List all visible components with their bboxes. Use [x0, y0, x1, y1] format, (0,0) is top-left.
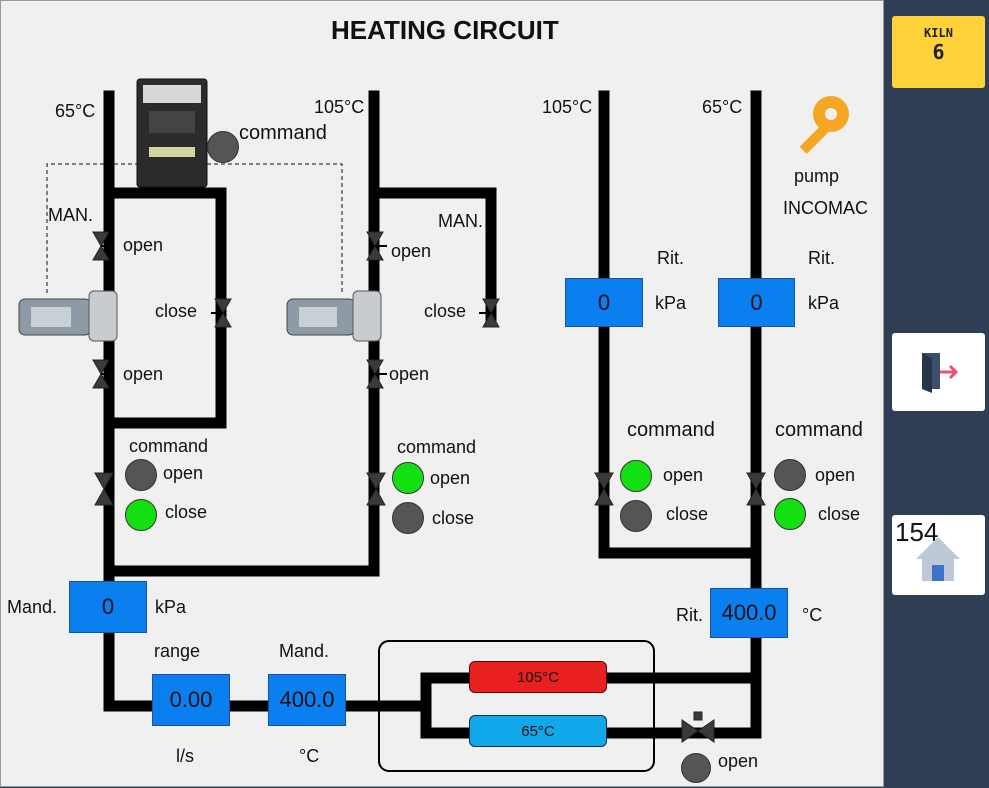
valve3-close-label: close	[666, 504, 709, 524]
valve3-open-indicator[interactable]	[620, 460, 652, 492]
pipe-temp-1: 65°C	[55, 101, 96, 121]
valve1-close-indicator[interactable]	[125, 499, 157, 531]
page-title: HEATING CIRCUIT	[331, 15, 559, 45]
mand-temp-label: Mand.	[279, 641, 330, 661]
valve2-close-indicator[interactable]	[392, 502, 424, 534]
valve2-open-label: open	[430, 468, 471, 488]
piping-diagram	[18, 78, 849, 772]
hx-cold-bar: 65°C	[469, 715, 607, 747]
flow-unit: l/s	[176, 746, 194, 766]
range-flow: 0.00	[152, 674, 230, 726]
valve-close-label-1: close	[155, 301, 198, 321]
pump-motor-2	[286, 290, 382, 342]
rit-label-2: Rit.	[808, 248, 835, 268]
home-button[interactable]: 154	[892, 515, 985, 595]
range-label: range	[154, 641, 201, 661]
bottom-valve-label: open	[718, 751, 759, 771]
scada-panel: HEATING CIRCUIT	[0, 0, 884, 787]
hx-hot-bar: 105°C	[469, 661, 607, 693]
valve1-open-indicator[interactable]	[125, 459, 157, 491]
heat-exchanger-frame	[378, 640, 655, 772]
kpa-label-2: kPa	[808, 293, 840, 313]
kiln-badge[interactable]: KILN 6	[892, 16, 985, 88]
incomac-label: INCOMAC	[783, 198, 868, 218]
rit-temp-label: Rit.	[676, 605, 703, 625]
man-label-1: MAN.	[48, 205, 93, 225]
mand-press-label: Mand.	[7, 597, 58, 617]
valve3-command-label: command	[627, 419, 715, 441]
home-count: 154	[895, 517, 939, 547]
rit-label-1: Rit.	[657, 248, 684, 268]
pump-motor-1	[18, 290, 118, 342]
mand-pressure: 0	[69, 581, 147, 633]
valve-symbols	[92, 231, 766, 743]
pipe-temp-2: 105°C	[314, 97, 365, 117]
kpa-label-1: kPa	[655, 293, 687, 313]
valve1-command-label: command	[129, 436, 209, 456]
kiln-badge-value: 6	[932, 40, 945, 64]
hx-cold-label: 65°C	[521, 722, 555, 740]
valve-open-label-1: open	[123, 235, 164, 255]
valve-close-label-2: close	[424, 301, 467, 321]
exit-button[interactable]	[892, 333, 985, 411]
valve4-open-indicator[interactable]	[774, 459, 806, 491]
exit-door-icon	[922, 353, 959, 393]
valve1-open-label: open	[163, 463, 204, 483]
valve2-open-indicator[interactable]	[392, 462, 424, 494]
pump-command-label: command	[239, 122, 327, 144]
valve3-close-indicator[interactable]	[620, 500, 652, 532]
valve-open-label-3: open	[391, 241, 432, 261]
pipe-temp-3: 105°C	[542, 97, 593, 117]
man-label-2: MAN.	[438, 211, 483, 231]
bottom-valve-indicator[interactable]	[681, 753, 711, 783]
valve4-close-indicator[interactable]	[774, 498, 806, 530]
valve-open-label-4: open	[389, 364, 430, 384]
valve4-close-label: close	[818, 504, 861, 524]
rit-temperature: 400.0	[710, 588, 788, 638]
inverter-drive	[136, 78, 208, 188]
sidebar: KILN 6 154	[884, 0, 989, 787]
mand-temperature: 400.0	[268, 674, 346, 726]
key-icon	[799, 96, 849, 154]
mand-press-unit: kPa	[155, 597, 187, 617]
valve4-command-label: command	[775, 419, 863, 441]
pipes	[103, 90, 762, 739]
mand-temp-unit: °C	[299, 746, 320, 766]
rit-pressure-2: 0	[718, 278, 795, 327]
hx-hot-label: 105°C	[517, 668, 559, 686]
valve-open-label-2: open	[123, 364, 164, 384]
kiln-badge-label: KILN	[924, 26, 953, 40]
rit-pressure-1: 0	[565, 278, 643, 327]
pump-label: pump	[794, 166, 840, 186]
pipe-temp-4: 65°C	[702, 97, 743, 117]
valve2-close-label: close	[432, 508, 475, 528]
valve3-open-label: open	[663, 465, 704, 485]
pump-command-indicator[interactable]	[207, 131, 239, 163]
valve1-close-label: close	[165, 502, 208, 522]
valve2-command-label: command	[397, 437, 477, 457]
valve4-open-label: open	[815, 465, 856, 485]
rit-temp-unit: °C	[802, 605, 823, 625]
home-icon	[916, 537, 960, 581]
